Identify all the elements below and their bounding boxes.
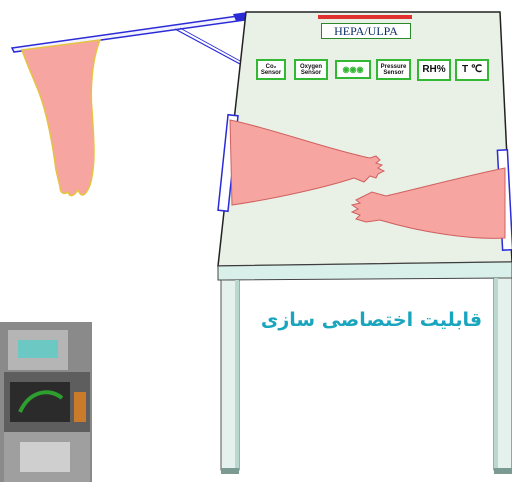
cabinet-body [218, 12, 512, 474]
temperature-sensor-label: T ℃ [462, 65, 482, 75]
oxygen-sensor: Oxygen Sensor [294, 59, 328, 80]
filter-bar [318, 15, 412, 19]
temperature-sensor: T ℃ [455, 59, 489, 81]
indicator-lights: ◉◉◉ [335, 60, 371, 79]
co2-sensor: Co₂ Sensor [256, 59, 286, 80]
pressure-sensor-line2: Sensor [383, 70, 403, 76]
device-photo [0, 322, 92, 482]
filter-label: HEPA/ULPA [321, 23, 411, 39]
caption: قابلیت اختصاصی سازی [249, 309, 494, 331]
hanging-glove [22, 40, 100, 196]
pressure-sensor: Pressure Sensor [376, 59, 411, 80]
indicator-lights-icon: ◉◉◉ [343, 66, 364, 74]
co2-sensor-line2: Sensor [261, 70, 281, 76]
oxygen-sensor-line2: Sensor [301, 70, 321, 76]
side-door [12, 12, 248, 196]
rh-sensor: RH% [417, 59, 451, 81]
rh-sensor-label: RH% [422, 65, 445, 75]
